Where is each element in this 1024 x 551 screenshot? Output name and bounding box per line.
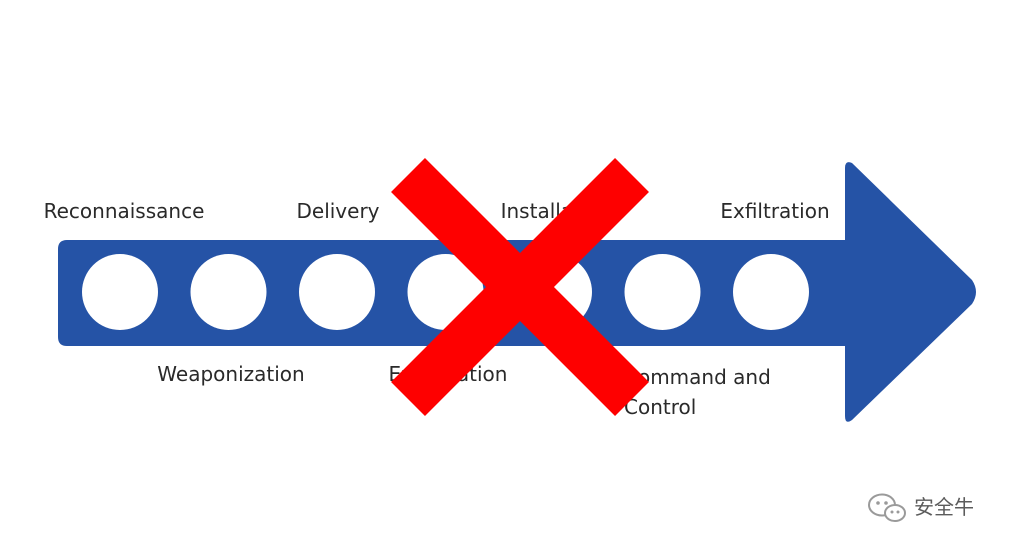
red-x-cross-icon bbox=[391, 158, 649, 416]
stage-node-command-and-control bbox=[624, 254, 701, 330]
stage-node-delivery bbox=[299, 254, 375, 330]
stage-label-exfiltration: Exfiltration bbox=[720, 199, 829, 223]
stage-label-delivery: Delivery bbox=[296, 199, 379, 223]
stage-node-reconnaissance bbox=[82, 254, 158, 330]
stage-node-weaponization bbox=[190, 254, 267, 330]
stage-node-exfiltration bbox=[733, 254, 809, 330]
cross-stroke-2 bbox=[391, 158, 649, 416]
stage-label-reconnaissance: Reconnaissance bbox=[44, 199, 205, 223]
wechat-icon bbox=[868, 493, 906, 522]
watermark-text: 安全牛 bbox=[914, 495, 974, 519]
watermark: 安全牛 bbox=[868, 493, 974, 522]
stage-label-weaponization: Weaponization bbox=[157, 362, 304, 386]
